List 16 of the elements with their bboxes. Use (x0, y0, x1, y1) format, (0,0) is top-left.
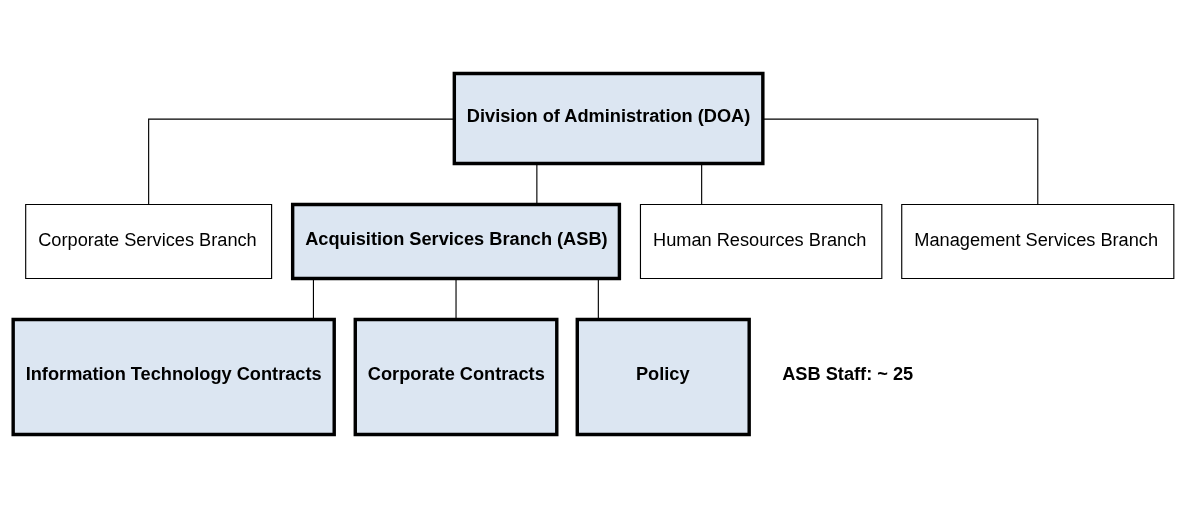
node-box: Human Resources Branch (639, 203, 883, 280)
connector (148, 118, 455, 205)
node-box: Policy (575, 317, 751, 437)
connector (455, 277, 457, 320)
connector (312, 277, 314, 320)
node-box: Acquisition Services Branch (ASB) (290, 202, 622, 281)
node-box: Corporate Services Branch (25, 203, 273, 280)
node-box: Corporate Contracts (353, 317, 559, 437)
connector (762, 118, 1039, 205)
label: ASB Staff: ~ 25 (782, 364, 914, 385)
connector (597, 277, 599, 320)
node-box: Division of Administration (DOA) (452, 71, 765, 166)
node-box: Management Services Branch (901, 203, 1175, 280)
node-box: Information Technology Contracts (11, 317, 336, 437)
connector (701, 163, 703, 205)
connector (536, 163, 538, 205)
